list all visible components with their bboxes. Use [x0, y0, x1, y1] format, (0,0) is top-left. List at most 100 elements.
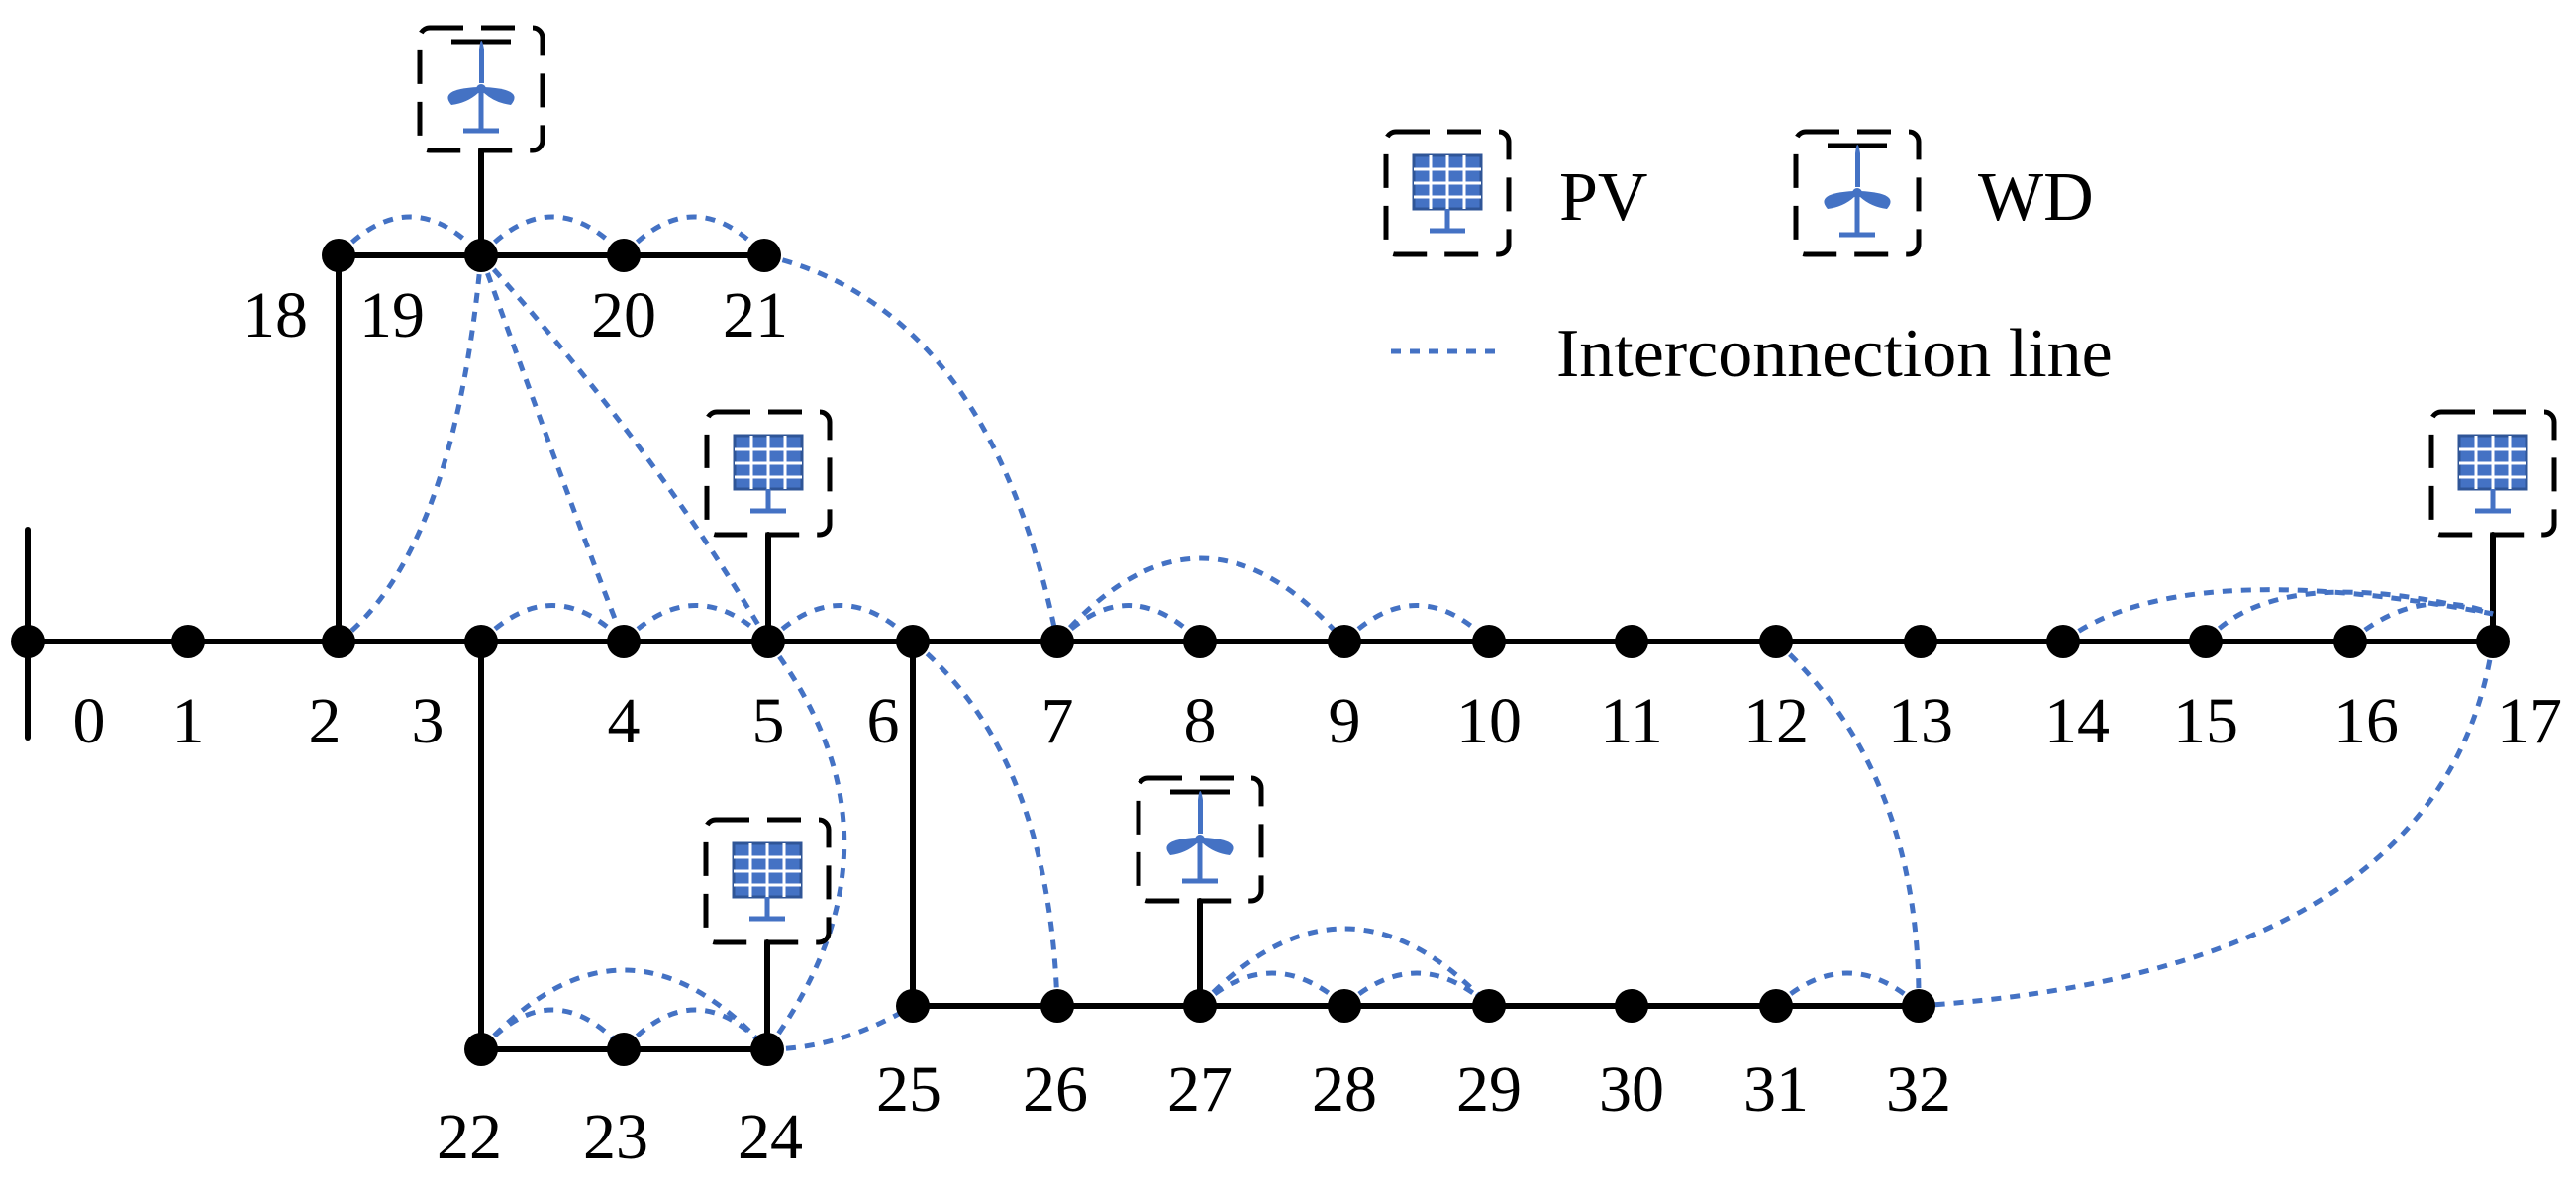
bus-node-25 [896, 989, 930, 1023]
bus-nodes [11, 239, 2510, 1066]
bus-label-17: 17 [2497, 685, 2562, 757]
tie-line-27-28 [1198, 970, 1346, 1008]
bus-label-23: 23 [583, 1101, 648, 1173]
tie-line-22-24 [479, 967, 769, 1051]
legend: PV WD Interconnection line [1383, 129, 2113, 392]
tie-line-6-26 [911, 640, 1060, 1007]
legend-pv-symbol [1383, 129, 1512, 257]
tie-line-28-29 [1342, 970, 1491, 1008]
bus-label-5: 5 [752, 685, 785, 757]
bus-node-15 [2189, 625, 2223, 658]
bus-node-3 [464, 625, 498, 658]
bus-node-26 [1040, 989, 1074, 1023]
bus-label-20: 20 [591, 279, 656, 351]
bus-label-29: 29 [1456, 1053, 1522, 1126]
legend-wd-label: WD [1978, 159, 2094, 236]
bus-node-23 [607, 1033, 641, 1066]
bus-node-7 [1040, 625, 1074, 658]
tie-line-14-17 [2061, 587, 2494, 643]
wind-turbine-icon [1824, 145, 1890, 235]
bus-label-31: 31 [1743, 1053, 1809, 1126]
bus-node-1 [171, 625, 205, 658]
tie-line-21-7 [763, 252, 1060, 642]
generator-frame [417, 25, 545, 153]
generator-pv-24 [703, 817, 832, 945]
bus-node-16 [2333, 625, 2367, 658]
generator-frame [704, 409, 833, 538]
bus-label-1: 1 [172, 685, 205, 757]
tie-line-5-6 [766, 603, 915, 643]
bus-label-14: 14 [2044, 685, 2110, 757]
bus-label-8: 8 [1184, 685, 1217, 757]
tie-line-7-8 [1055, 603, 1202, 643]
bus-node-2 [322, 625, 355, 658]
tie-line-7-9 [1055, 555, 1346, 643]
bus-node-24 [750, 1033, 784, 1066]
bus-node-32 [1902, 989, 1935, 1023]
bus-label-2: 2 [309, 685, 342, 757]
tie-line-12-32 [1774, 640, 1922, 1007]
legend-wd-symbol [1793, 129, 1922, 257]
tie-line-18-19 [337, 214, 483, 257]
bus-label-13: 13 [1888, 685, 1953, 757]
bus-label-28: 28 [1312, 1053, 1377, 1126]
bus-node-11 [1615, 625, 1648, 658]
generator-wd-19 [417, 25, 545, 153]
tie-line-19-20 [479, 214, 626, 257]
bus-label-27: 27 [1167, 1053, 1233, 1126]
bus-label-32: 32 [1886, 1053, 1951, 1126]
bus-label-7: 7 [1041, 685, 1074, 757]
tie-line-3-4 [479, 603, 626, 643]
wind-turbine-icon [447, 41, 514, 131]
solar-panel-icon [734, 843, 801, 919]
bus-node-10 [1472, 625, 1506, 658]
tie-line-9-10 [1342, 603, 1491, 643]
bus-label-30: 30 [1599, 1053, 1664, 1126]
bus-node-29 [1472, 989, 1506, 1023]
bus-label-26: 26 [1023, 1053, 1088, 1126]
bus-node-8 [1183, 625, 1217, 658]
generator-pv-17 [2428, 409, 2557, 538]
bus-label-11: 11 [1600, 685, 1663, 757]
generator-frame [2428, 409, 2557, 538]
bus-node-5 [751, 625, 785, 658]
tie-line-19-5 [479, 253, 771, 643]
bus-label-4: 4 [608, 685, 641, 757]
bus-label-3: 3 [412, 685, 445, 757]
tie-line-31-32 [1774, 970, 1921, 1008]
generator-frame [1136, 775, 1264, 904]
bus-node-22 [464, 1033, 498, 1066]
solar-panel-icon [1414, 155, 1481, 231]
tie-line-24-25 [766, 1003, 915, 1052]
bus-node-18 [322, 239, 355, 272]
generator-wd-27 [1136, 775, 1264, 904]
generator-pv-5 [704, 409, 833, 538]
bus-label-19: 19 [359, 279, 425, 351]
bus-node-28 [1328, 989, 1361, 1023]
bus-node-17 [2476, 625, 2510, 658]
bus-label-0: 0 [73, 685, 106, 757]
tie-line-20-21 [622, 214, 766, 257]
bus-label-22: 22 [437, 1101, 502, 1173]
wind-turbine-icon [1166, 791, 1233, 881]
tie-line-23-24 [622, 1007, 769, 1051]
bus-node-14 [2046, 625, 2080, 658]
bus-node-20 [607, 239, 641, 272]
bus-label-18: 18 [243, 279, 308, 351]
bus-label-9: 9 [1329, 685, 1361, 757]
bus-node-12 [1759, 625, 1793, 658]
solar-panel-icon [735, 436, 802, 511]
generator-frame [703, 817, 832, 945]
bus-label-16: 16 [2333, 685, 2399, 757]
legend-pv-label: PV [1559, 159, 1647, 236]
bus-label-6: 6 [867, 685, 900, 757]
tie-line-4-5 [622, 603, 770, 643]
interconnection-lines [337, 214, 2496, 1052]
bus-label-24: 24 [738, 1101, 803, 1173]
tie-line-27-29 [1198, 926, 1491, 1008]
bus-node-21 [747, 239, 781, 272]
bus-node-13 [1904, 625, 1937, 658]
bus-label-10: 10 [1456, 685, 1522, 757]
